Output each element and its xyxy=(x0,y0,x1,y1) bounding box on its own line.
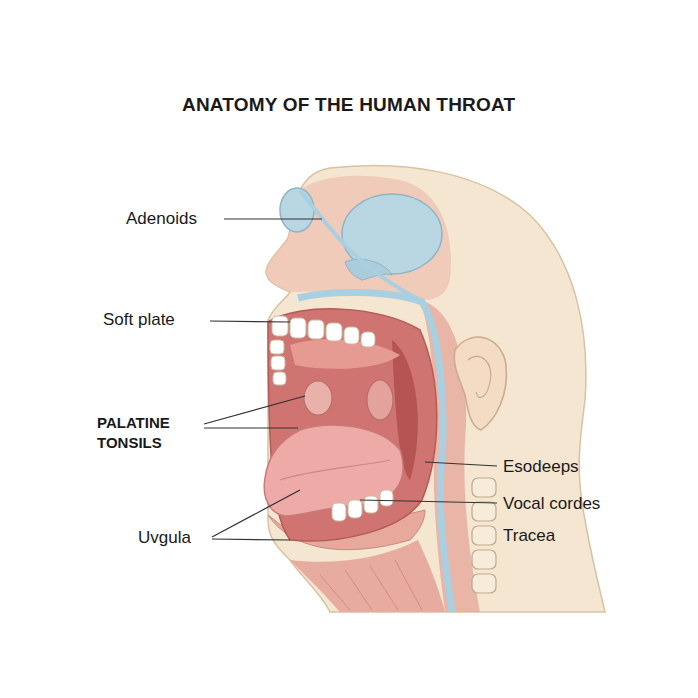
tonsil xyxy=(367,380,393,420)
part-label: Tracea xyxy=(503,526,555,546)
frontal-sinus xyxy=(280,188,314,232)
part-label: PALATINE TONSILS xyxy=(97,413,197,452)
nasal-passage xyxy=(300,190,420,300)
part-label: Esodeeps xyxy=(503,457,579,477)
head-silhouette xyxy=(266,165,605,612)
vertebrae xyxy=(472,478,496,593)
front-neck-muscle xyxy=(290,540,445,612)
part-label: Soft plate xyxy=(103,310,175,330)
tongue-groove xyxy=(280,460,390,480)
part-label: Vocal cordes xyxy=(503,494,600,514)
leader-lines xyxy=(204,219,497,540)
ear-inner xyxy=(468,356,491,397)
part-label: Uvgula xyxy=(138,528,191,548)
diagram-title: ANATOMY OF THE HUMAN THROAT xyxy=(182,94,515,117)
part-label: Adenoids xyxy=(126,209,197,229)
muscle-striation xyxy=(320,560,422,610)
ear xyxy=(454,337,506,430)
face-muscle xyxy=(266,176,451,300)
tongue xyxy=(264,425,403,516)
upper-teeth xyxy=(270,316,375,385)
lower-teeth xyxy=(332,490,393,521)
palate xyxy=(290,339,400,369)
tonsil xyxy=(304,381,332,415)
